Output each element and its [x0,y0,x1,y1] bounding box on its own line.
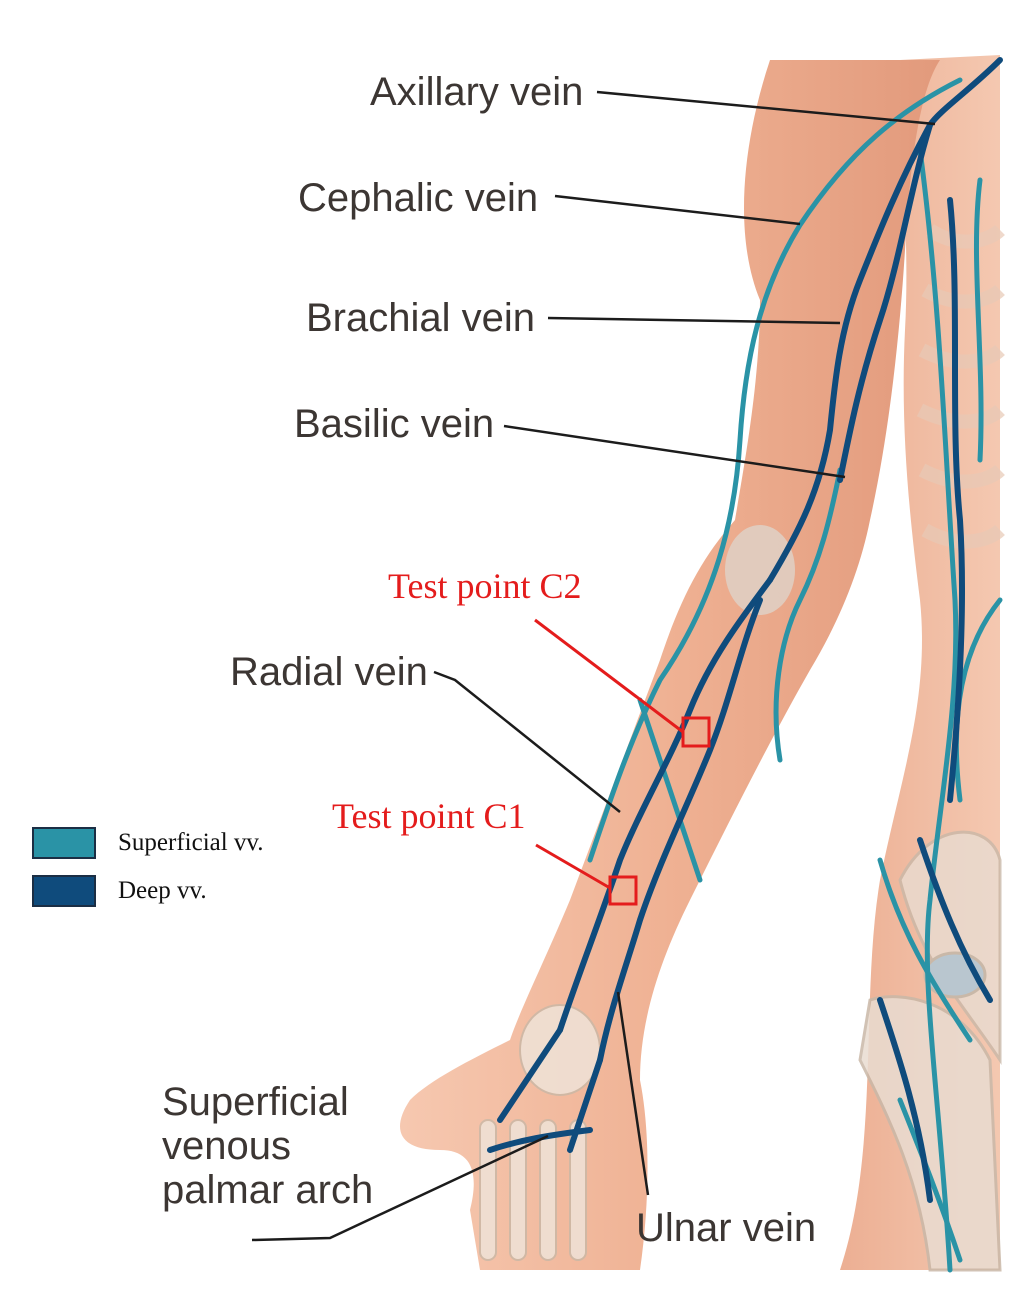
c1-box [608,875,638,906]
axillary-leader [596,90,936,126]
brachial-leader [547,316,841,325]
cephalic-vein-path [587,77,963,863]
test-points [534,618,711,906]
label-brachial-vein: Brachial vein [306,296,536,340]
label-test-point-c2: Test point C2 [388,566,582,606]
c2-box [681,716,711,748]
deep-veins [487,57,1003,1203]
legend-item-superficial: Superficial vv. [32,826,264,860]
label-superficial-venous-palmar-arch: Superficial venous palmar arch [162,1080,374,1212]
radial-vein-path [557,577,773,1033]
legend-item-deep: Deep vv. [32,874,207,908]
label-radial-vein: Radial vein [230,650,428,694]
legend-swatch-superficial [32,827,96,859]
cephalic-leader [554,194,801,226]
legend-swatch-deep [32,875,96,907]
superficial-veins [587,77,1003,1273]
c2-leader [534,618,684,734]
arch-leader [251,1134,549,1242]
label-test-point-c1: Test point C1 [332,796,526,836]
leader-lines [251,90,936,1242]
ulnar-vein-path [597,597,763,1063]
label-basilic-vein: Basilic vein [294,402,495,446]
c1-leader [535,843,611,890]
label-axillary-vein: Axillary vein [370,70,584,114]
label-ulnar-vein: Ulnar vein [636,1206,817,1250]
radial-leader [433,670,621,813]
basilic-leader [503,424,846,479]
legend-label-deep: Deep vv. [118,877,207,904]
legend-label-superficial: Superficial vv. [118,829,264,856]
ulnar-leader [616,991,650,1196]
elbow-joint [725,525,795,615]
label-cephalic-vein: Cephalic vein [298,176,539,220]
